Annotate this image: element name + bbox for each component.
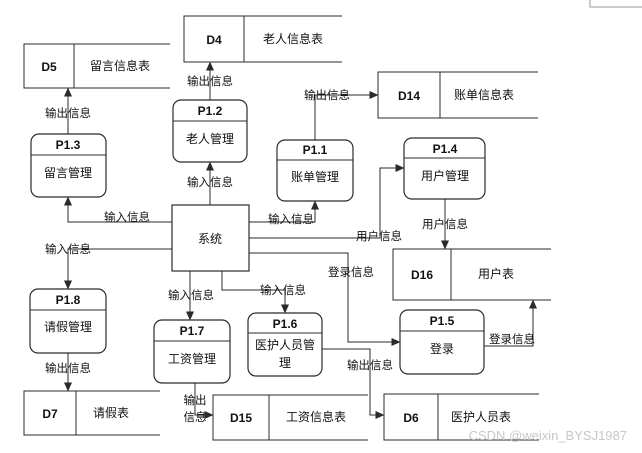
d7-id: D7 — [42, 407, 58, 421]
label-p12-to-d4: 输出信息 — [187, 74, 233, 88]
d6-id: D6 — [403, 411, 419, 425]
d14-name: 账单信息表 — [454, 87, 514, 102]
d16-id: D16 — [411, 268, 433, 282]
process-p11: P1.1 账单管理 — [276, 139, 354, 202]
data-store-d7: D7 请假表 — [23, 390, 160, 436]
flow-labels: 输出信息 输出信息 输入信息 输出信息 输入信息 输入信息 用户信息 用户信息 … — [45, 74, 535, 424]
process-p13: P1.3 留言管理 — [30, 133, 107, 198]
flow-edges — [64, 61, 537, 419]
data-store-d5: D5 留言信息表 — [23, 43, 170, 89]
p13-name: 留言管理 — [44, 165, 92, 180]
process-p14: P1.4 用户管理 — [403, 137, 486, 200]
p14-id: P1.4 — [433, 142, 458, 156]
d4-id: D4 — [206, 33, 222, 47]
p11-id: P1.1 — [303, 143, 328, 157]
edge-sys-to-p11 — [249, 200, 319, 223]
data-store-d4: D4 老人信息表 — [183, 15, 342, 63]
label-p13-to-d5: 输出信息 — [45, 106, 91, 120]
process-p12: P1.2 老人管理 — [172, 99, 248, 163]
edge-sys-to-p13 — [64, 196, 172, 223]
process-p17: P1.7 工资管理 — [153, 319, 231, 384]
edge-p16-to-d6 — [322, 348, 385, 419]
edge-p17-to-d15 — [194, 383, 214, 419]
edge-p11-to-d14 — [314, 91, 379, 140]
d5-name: 留言信息表 — [90, 58, 150, 73]
process-p15: P1.5 登录 — [399, 309, 485, 375]
d14-id: D14 — [398, 89, 420, 103]
system-node: 系统 — [171, 204, 250, 272]
label-sys-to-p13: 输入信息 — [104, 210, 150, 224]
label-sys-to-p16: 输入信息 — [260, 283, 306, 297]
d16-name: 用户表 — [478, 266, 514, 281]
p11-name: 账单管理 — [291, 169, 339, 184]
edge-sys-to-p18 — [64, 248, 172, 290]
label-p17-to-d15-line1: 输出 — [184, 393, 207, 407]
p16-name-line2: 理 — [279, 356, 291, 370]
p12-id: P1.2 — [198, 104, 223, 118]
label-p14-to-d16: 用户信息 — [422, 217, 468, 231]
label-p15-to-d16: 登录信息 — [489, 332, 535, 346]
label-p16-to-d6: 输出信息 — [347, 358, 393, 372]
edge-sys-to-p15 — [249, 252, 401, 346]
label-sys-to-p11: 输入信息 — [268, 212, 314, 226]
p16-id: P1.6 — [273, 317, 298, 331]
data-store-d14: D14 账单信息表 — [377, 71, 538, 119]
d5-id: D5 — [41, 60, 57, 74]
d15-name: 工资信息表 — [286, 409, 346, 424]
edge-sys-to-p14 — [249, 164, 405, 239]
p12-name: 老人管理 — [186, 131, 234, 146]
system-label: 系统 — [198, 232, 222, 246]
watermark: CSDN @weixin_BYSJ1987 — [469, 428, 627, 443]
d6-name: 医护人员表 — [451, 410, 511, 424]
p13-id: P1.3 — [56, 138, 81, 152]
label-p11-to-d14: 输出信息 — [304, 88, 350, 102]
p14-name: 用户管理 — [421, 168, 469, 183]
label-sys-to-p17: 输入信息 — [168, 288, 214, 302]
process-p18: P1.8 请假管理 — [29, 288, 107, 354]
label-sys-to-p15: 登录信息 — [328, 265, 374, 279]
data-store-d15: D15 工资信息表 — [212, 394, 368, 441]
data-store-d6: D6 医护人员表 — [383, 393, 539, 441]
d7-name: 请假表 — [93, 406, 129, 420]
p16-name-line1: 医护人员管 — [255, 337, 315, 352]
label-sys-to-p18: 输入信息 — [45, 242, 91, 256]
label-p17-to-d15-line2: 信息 — [184, 410, 207, 424]
p18-id: P1.8 — [56, 293, 81, 307]
data-store-d16: D16 用户表 — [392, 248, 551, 301]
d4-name: 老人信息表 — [263, 31, 323, 46]
p15-name: 登录 — [430, 341, 454, 356]
label-sys-to-p12: 输入信息 — [187, 175, 233, 189]
edge-sys-to-p16 — [221, 271, 289, 314]
p17-id: P1.7 — [180, 324, 205, 338]
p18-name: 请假管理 — [44, 319, 92, 334]
p17-name: 工资管理 — [168, 351, 216, 366]
p15-id: P1.5 — [430, 314, 455, 328]
edge-p15-to-d16 — [484, 299, 537, 347]
label-p18-to-d7: 输出信息 — [45, 361, 91, 375]
label-sys-to-p14: 用户信息 — [356, 229, 402, 243]
process-p16: P1.6 医护人员管 理 — [247, 312, 323, 377]
d15-id: D15 — [230, 411, 252, 425]
page-corner-mark — [589, 0, 642, 8]
